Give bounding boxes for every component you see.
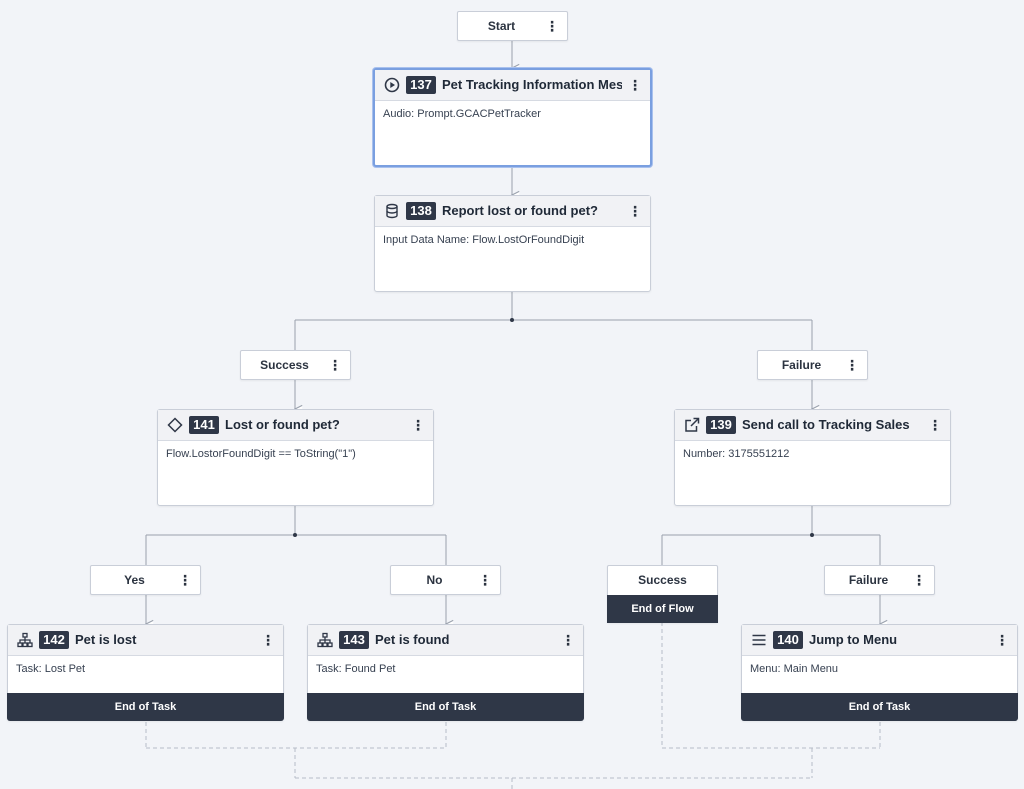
play-circle-icon bbox=[384, 77, 400, 93]
node-142-kebab-menu-icon[interactable]: ⋮ bbox=[261, 632, 275, 648]
node-140-title: Jump to Menu bbox=[809, 632, 898, 647]
node-141-number: 141 bbox=[189, 416, 219, 434]
node-142-body: Task: Lost Pet bbox=[16, 663, 86, 675]
branch-yes-141-kebab-menu-icon[interactable]: ⋮ bbox=[178, 572, 192, 588]
node-140-header: 140 Jump to Menu ⋮ bbox=[742, 625, 1017, 656]
branch-failure-139[interactable]: Failure ⋮ bbox=[824, 565, 935, 595]
branch-yes-141-label: Yes bbox=[124, 573, 145, 587]
node-143-body: Task: Found Pet bbox=[316, 663, 396, 675]
node-138-kebab-menu-icon[interactable]: ⋮ bbox=[628, 203, 642, 219]
branch-no-141-label: No bbox=[426, 573, 443, 587]
external-link-icon bbox=[685, 417, 700, 432]
node-139-transfer[interactable]: 139 Send call to Tracking Sales ⋮ Number… bbox=[674, 409, 951, 506]
node-142-header: 142 Pet is lost ⋮ bbox=[8, 625, 283, 656]
node-138-number: 138 bbox=[406, 202, 436, 220]
node-140-body: Menu: Main Menu bbox=[750, 663, 839, 675]
branch-success-139[interactable]: Success End of Flow bbox=[607, 565, 718, 623]
node-143-end-of-task: End of Task bbox=[307, 693, 584, 721]
node-140-jump-to-menu[interactable]: 140 Jump to Menu ⋮ Menu: Main Menu End o… bbox=[741, 624, 1018, 721]
branch-no-141[interactable]: No ⋮ bbox=[390, 565, 501, 595]
node-140-end-of-task: End of Task bbox=[741, 693, 1018, 721]
node-137-body: Audio: Prompt.GCACPetTracker bbox=[383, 108, 541, 120]
node-141-header: 141 Lost or found pet? ⋮ bbox=[158, 410, 433, 441]
branch-failure-138-label: Failure bbox=[781, 358, 822, 372]
branch-no-141-kebab-menu-icon[interactable]: ⋮ bbox=[478, 572, 492, 588]
node-143-title: Pet is found bbox=[375, 632, 450, 647]
org-chart-icon bbox=[17, 632, 33, 648]
branch-failure-138-kebab-menu-icon[interactable]: ⋮ bbox=[845, 357, 859, 373]
node-143-task[interactable]: 143 Pet is found ⋮ Task: Found Pet End o… bbox=[307, 624, 584, 721]
node-140-kebab-menu-icon[interactable]: ⋮ bbox=[995, 632, 1009, 648]
node-138-collect-input[interactable]: 138 Report lost or found pet? ⋮ Input Da… bbox=[374, 195, 651, 292]
node-138-title: Report lost or found pet? bbox=[442, 203, 598, 218]
branch-failure-138[interactable]: Failure ⋮ bbox=[757, 350, 868, 380]
node-142-end-of-task: End of Task bbox=[7, 693, 284, 721]
node-139-kebab-menu-icon[interactable]: ⋮ bbox=[928, 417, 942, 433]
start-node[interactable]: Start ⋮ bbox=[457, 11, 568, 41]
node-139-number: 139 bbox=[706, 416, 736, 434]
node-139-body: Number: 3175551212 bbox=[683, 448, 790, 460]
branch-failure-139-kebab-menu-icon[interactable]: ⋮ bbox=[912, 572, 926, 588]
node-138-header: 138 Report lost or found pet? ⋮ bbox=[375, 196, 650, 227]
branch-success-138[interactable]: Success ⋮ bbox=[240, 350, 351, 380]
org-chart-icon bbox=[317, 632, 333, 648]
menu-lines-icon bbox=[752, 634, 766, 646]
node-137-kebab-menu-icon[interactable]: ⋮ bbox=[628, 77, 642, 93]
branch-success-139-label: Success bbox=[638, 573, 687, 587]
node-137-header: 137 Pet Tracking Information Mes... ⋮ bbox=[375, 70, 650, 101]
branch-success-138-kebab-menu-icon[interactable]: ⋮ bbox=[328, 357, 342, 373]
node-140-number: 140 bbox=[773, 631, 803, 649]
node-141-title: Lost or found pet? bbox=[225, 417, 340, 432]
branch-success-138-label: Success bbox=[260, 358, 309, 372]
database-icon bbox=[386, 203, 398, 219]
node-139-header: 139 Send call to Tracking Sales ⋮ bbox=[675, 410, 950, 441]
node-141-kebab-menu-icon[interactable]: ⋮ bbox=[411, 417, 425, 433]
start-kebab-menu-icon[interactable]: ⋮ bbox=[545, 18, 559, 34]
node-137-play-audio[interactable]: 137 Pet Tracking Information Mes... ⋮ Au… bbox=[373, 68, 652, 167]
start-label: Start bbox=[487, 19, 516, 33]
node-142-title: Pet is lost bbox=[75, 632, 137, 647]
node-139-title: Send call to Tracking Sales bbox=[742, 417, 910, 432]
node-141-decision[interactable]: 141 Lost or found pet? ⋮ Flow.LostorFoun… bbox=[157, 409, 434, 506]
node-143-kebab-menu-icon[interactable]: ⋮ bbox=[561, 632, 575, 648]
node-141-body: Flow.LostorFoundDigit == ToString("1") bbox=[166, 448, 356, 460]
diamond-decision-icon bbox=[167, 417, 183, 433]
branch-yes-141[interactable]: Yes ⋮ bbox=[90, 565, 201, 595]
branch-failure-139-label: Failure bbox=[848, 573, 889, 587]
node-143-number: 143 bbox=[339, 631, 369, 649]
node-137-number: 137 bbox=[406, 76, 436, 94]
node-142-number: 142 bbox=[39, 631, 69, 649]
end-of-flow-bar: End of Flow bbox=[607, 595, 718, 623]
node-142-task[interactable]: 142 Pet is lost ⋮ Task: Lost Pet End of … bbox=[7, 624, 284, 721]
node-143-header: 143 Pet is found ⋮ bbox=[308, 625, 583, 656]
node-138-body: Input Data Name: Flow.LostOrFoundDigit bbox=[383, 234, 585, 246]
node-137-title: Pet Tracking Information Mes... bbox=[442, 77, 622, 92]
